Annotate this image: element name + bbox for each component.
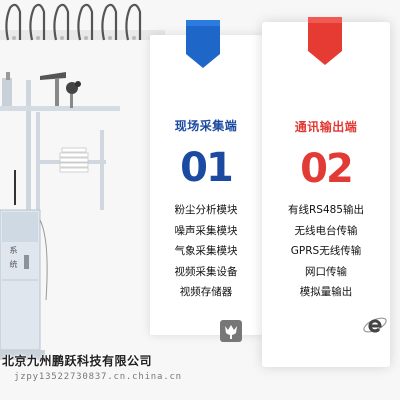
module-list: 粉尘分析模块 噪声采集模块 气象采集模块 视频采集设备 视频存储器	[150, 200, 262, 303]
panel-field-collection: 现场采集端 01 粉尘分析模块 噪声采集模块 气象采集模块 视频采集设备 视频存…	[150, 20, 262, 342]
list-item: 视频存储器	[179, 286, 233, 298]
list-item: 噪声采集模块	[174, 224, 238, 237]
tulip-icon	[220, 320, 242, 342]
ribbon-marker-blue	[186, 20, 220, 68]
list-item: 气象采集模块	[174, 245, 238, 257]
ie-logo-icon	[363, 317, 387, 333]
ribbon-marker-red	[308, 17, 342, 65]
list-item: 粉尘分析模块	[174, 204, 238, 216]
spiral-binding	[0, 3, 165, 41]
panel-communication-output: 通讯输出端 02 有线RS485输出 无线电台传输 GPRS无线传输 网口传输 …	[262, 17, 390, 367]
panel-number: 01	[180, 145, 234, 191]
panel-number: 02	[300, 146, 354, 192]
device-label: 系统	[9, 246, 18, 274]
company-watermark: 北京九州鹏跃科技有限公司	[2, 354, 153, 368]
list-item: 网口传输	[305, 265, 347, 278]
list-item: GPRS无线传输	[290, 245, 362, 257]
list-item: 无线电台传输	[294, 224, 358, 237]
url-watermark: jzpy13522730837.cn.china.cn	[14, 372, 182, 382]
panel-title: 现场采集端	[174, 119, 238, 133]
list-item: 视频采集设备	[174, 265, 238, 278]
panel-title: 通讯输出端	[294, 120, 358, 134]
list-item: 有线RS485输出	[287, 204, 364, 216]
list-item: 模拟量输出	[299, 286, 353, 298]
output-list: 有线RS485输出 无线电台传输 GPRS无线传输 网口传输 模拟量输出	[262, 200, 390, 303]
monitoring-station-illustration	[0, 72, 120, 360]
